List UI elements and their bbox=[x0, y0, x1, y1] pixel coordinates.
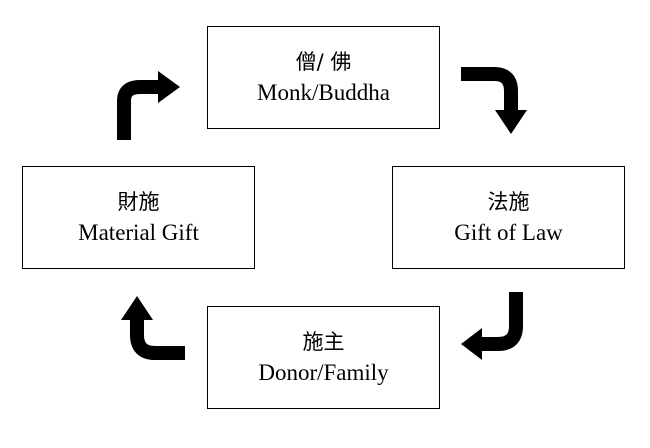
node-gift-zh-label: 財施 bbox=[117, 189, 160, 214]
node-gift-of-law: 法施 Gift of Law bbox=[392, 166, 625, 269]
node-law-zh-label: 法施 bbox=[487, 189, 530, 214]
arrow-law-to-donor bbox=[461, 292, 523, 360]
node-donor-en-label: Donor/Family bbox=[258, 359, 389, 385]
arrow-gift-to-monk bbox=[117, 71, 180, 140]
arrow-monk-to-law bbox=[461, 67, 527, 134]
node-gift-en-label: Material Gift bbox=[78, 219, 199, 245]
node-monk-buddha: 僧/ 佛 Monk/Buddha bbox=[207, 26, 440, 129]
node-law-en-label: Gift of Law bbox=[454, 219, 563, 245]
arrow-donor-to-gift bbox=[121, 296, 185, 360]
node-material-gift: 財施 Material Gift bbox=[22, 166, 255, 269]
node-monk-zh-label: 僧/ 佛 bbox=[295, 49, 352, 74]
node-monk-en-label: Monk/Buddha bbox=[257, 79, 390, 105]
node-donor-family: 施主 Donor/Family bbox=[207, 306, 440, 409]
node-donor-zh-label: 施主 bbox=[302, 329, 345, 354]
